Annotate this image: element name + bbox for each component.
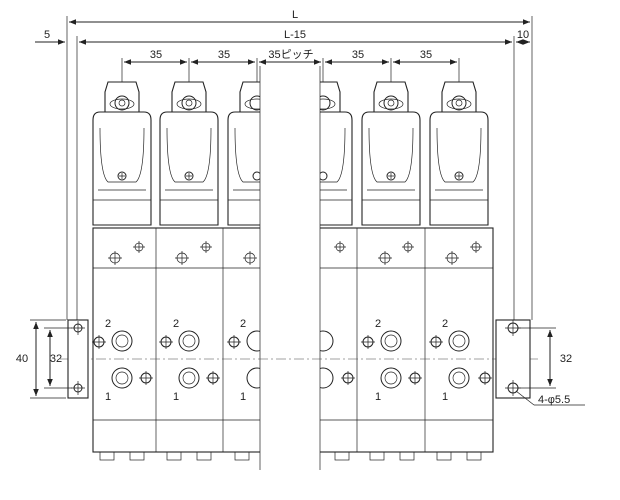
dimension-inner: L-15 — [76, 29, 515, 320]
port-2-holes — [111, 330, 470, 352]
port-2-label-2: 2 — [173, 318, 179, 330]
dimension-pitch-row: 35 35 35ピッチ 35 35 — [121, 48, 460, 88]
pitch-label-5: 35 — [420, 49, 432, 61]
valve-unit-1 — [92, 81, 152, 226]
right-end-bracket: 32 4-φ5.5 — [495, 319, 585, 406]
port-1-label-6: 1 — [442, 391, 448, 403]
valve-units — [92, 81, 489, 226]
upper-small-holes — [108, 241, 482, 265]
dimension-right-offset-label: 10 — [517, 29, 529, 41]
valve-unit-5 — [361, 81, 421, 226]
valve-unit-2 — [159, 81, 219, 226]
port-2-label-1: 2 — [105, 318, 111, 330]
pitch-label-center: 35ピッチ — [268, 48, 313, 61]
dimension-left-offset: 5 — [35, 29, 65, 45]
port-2-label-6: 2 — [442, 318, 448, 330]
bracket-height-label: 40 — [16, 353, 28, 365]
port-1-label-2: 1 — [173, 391, 179, 403]
pitch-label-2: 35 — [218, 49, 230, 61]
left-end-bracket: 40 32 — [16, 319, 89, 399]
port-1-label-5: 1 — [375, 391, 381, 403]
port-2-label-5: 2 — [375, 318, 381, 330]
dimension-overall-label: L — [292, 9, 298, 21]
dimension-overall: L — [66, 9, 533, 320]
valve-unit-6 — [429, 81, 489, 226]
break-gap — [259, 66, 321, 476]
dimension-left-offset-label: 5 — [44, 29, 50, 41]
bracket-hole-spacing-right-label: 32 — [560, 353, 572, 365]
dimension-inner-label: L-15 — [284, 29, 306, 41]
port-1-holes — [111, 367, 470, 389]
port-1-label-3: 1 — [240, 391, 246, 403]
pitch-label-4: 35 — [352, 49, 364, 61]
port-2-label-3: 2 — [240, 318, 246, 330]
side-small-holes — [92, 335, 492, 385]
port-1-label-1: 1 — [105, 391, 111, 403]
mount-holes-label: 4-φ5.5 — [538, 394, 570, 406]
pitch-label-1: 35 — [150, 49, 162, 61]
bracket-hole-spacing-left-label: 32 — [50, 353, 62, 365]
dimension-right-offset: 10 — [516, 29, 530, 45]
